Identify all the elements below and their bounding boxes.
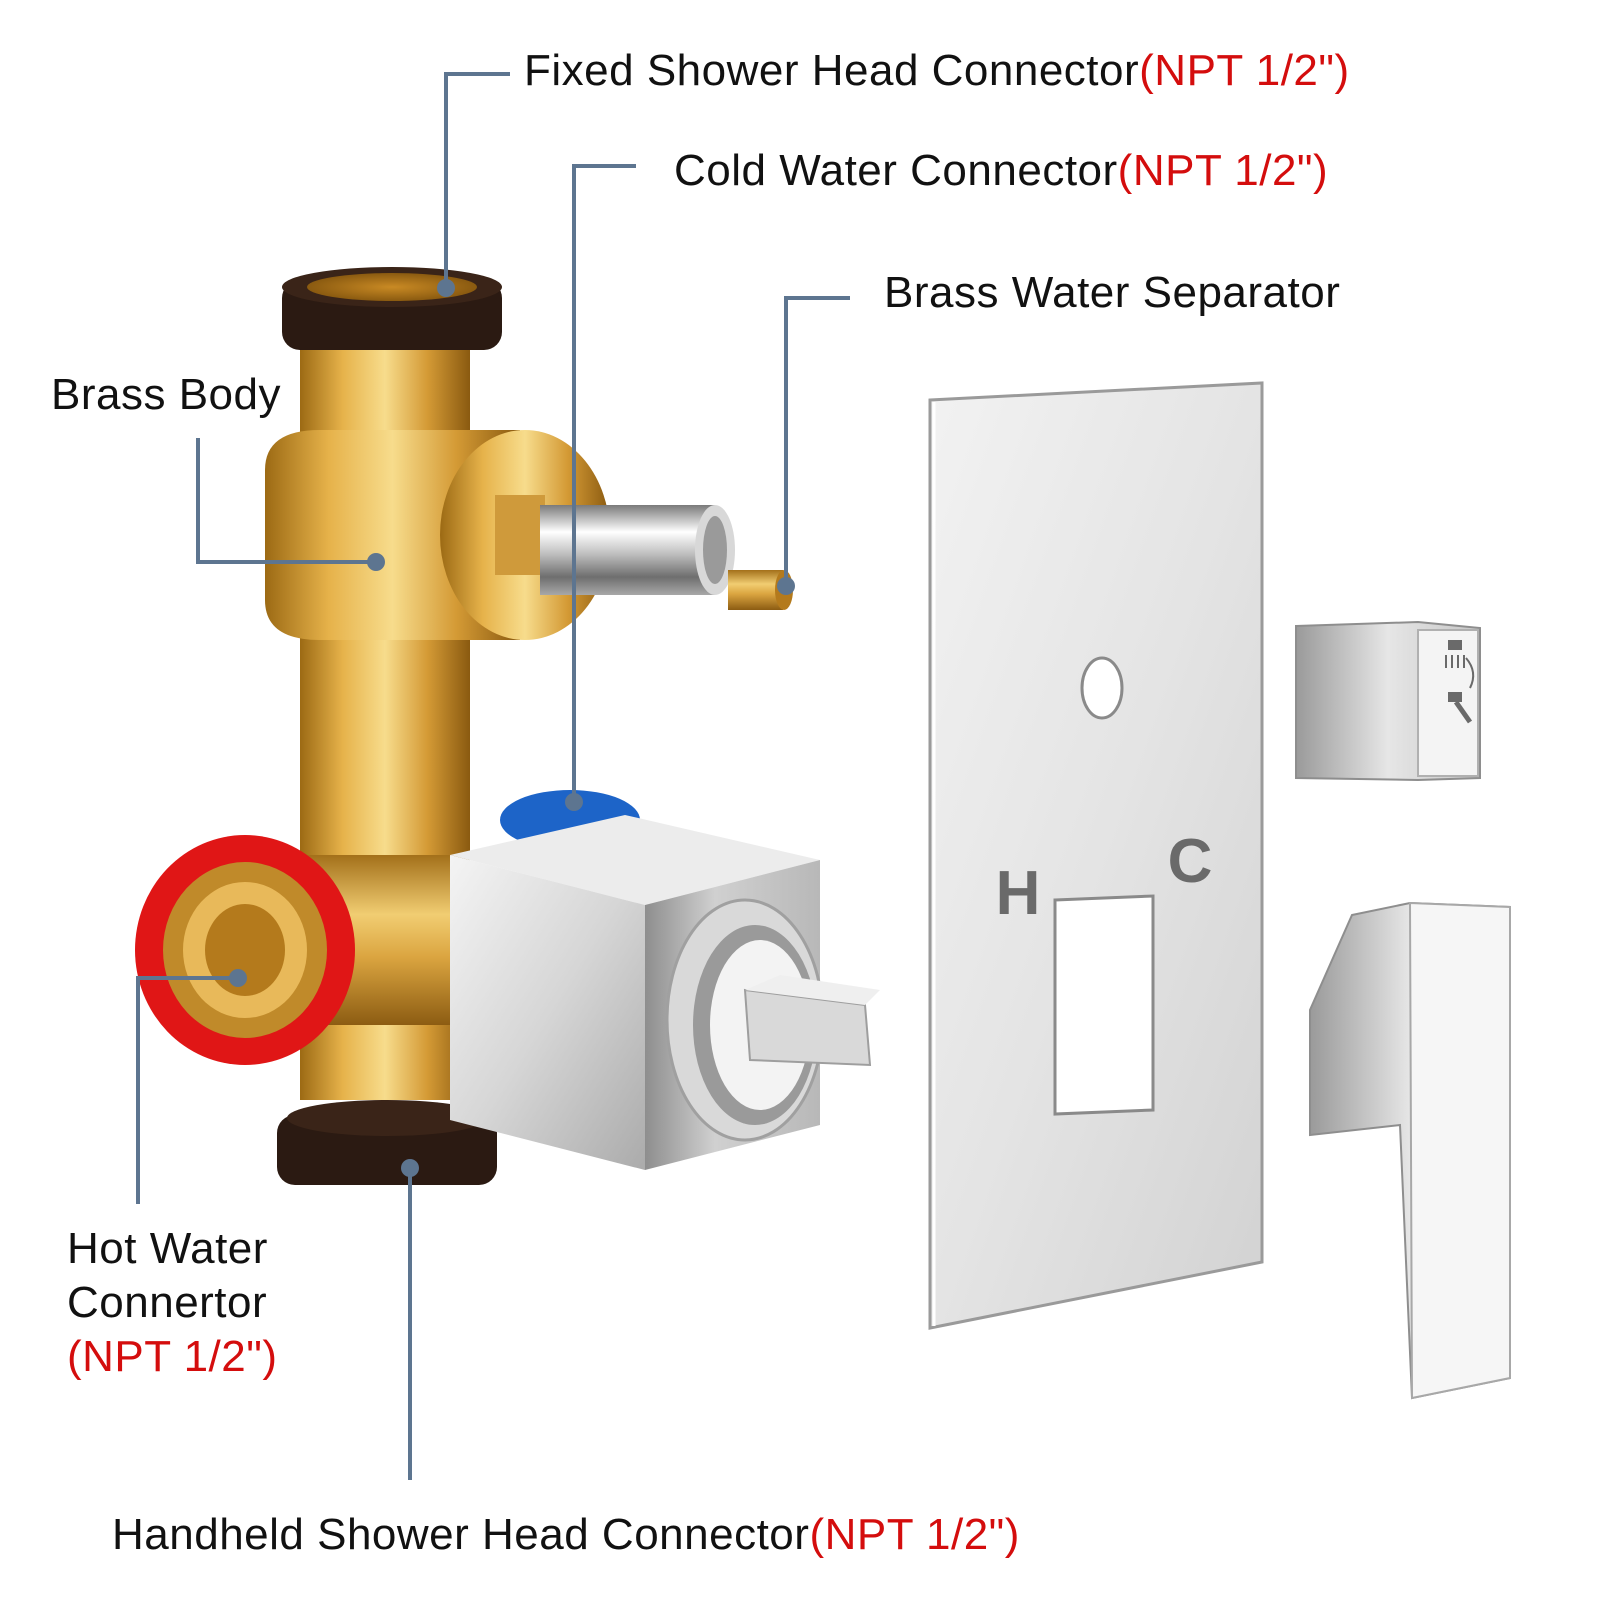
bottom-rubber-seal [277, 1100, 497, 1185]
label-spec: (NPT 1/2") [809, 1510, 1020, 1559]
label-handheld-shower-head-connector: Handheld Shower Head Connector(NPT 1/2") [112, 1508, 1020, 1562]
leader-separator [784, 296, 850, 586]
label-cold-water-connector: Cold Water Connector(NPT 1/2") [674, 144, 1328, 198]
leader-dots [229, 279, 795, 1177]
handheld-shower-icon [1448, 692, 1473, 724]
label-text: Cold Water Connector [674, 146, 1118, 195]
leader-brass-body [196, 438, 376, 564]
cover-plate: H C [928, 381, 1264, 1330]
cartridge-stem [743, 975, 880, 1067]
label-brass-water-separator: Brass Water Separator [884, 266, 1340, 320]
label-hot-water-connector: Hot Water Connertor (NPT 1/2") [67, 1222, 278, 1384]
rain-shower-icon [1445, 640, 1465, 668]
diverter-knob [1295, 620, 1481, 782]
label-line-1: Hot Water [67, 1224, 268, 1273]
leader-hot-water [136, 976, 238, 1204]
plate-marking-hot: H [996, 859, 1041, 928]
label-text: Brass Body [51, 370, 281, 419]
label-text: Fixed Shower Head Connector [524, 46, 1140, 95]
label-text: Brass Water Separator [884, 268, 1341, 317]
plate-marking-cold: C [1168, 827, 1213, 896]
label-spec: (NPT 1/2") [1139, 46, 1350, 95]
top-rubber-seal [282, 267, 502, 350]
label-text: Handheld Shower Head Connector [112, 1510, 810, 1559]
lever-handle [1309, 901, 1511, 1400]
label-spec: (NPT 1/2") [1117, 146, 1329, 195]
label-spec: (NPT 1/2") [67, 1332, 278, 1381]
label-brass-body: Brass Body [51, 368, 281, 422]
separator-chrome-stem [540, 505, 735, 595]
leader-cold-water [572, 164, 636, 802]
hot-water-inlet [135, 835, 355, 1065]
arrow-icon [1465, 657, 1475, 689]
leader-fixed-shower [444, 72, 510, 288]
label-fixed-shower-head-connector: Fixed Shower Head Connector(NPT 1/2") [524, 44, 1350, 98]
label-line-2: Connertor [67, 1278, 268, 1327]
leader-lines [136, 72, 850, 1480]
